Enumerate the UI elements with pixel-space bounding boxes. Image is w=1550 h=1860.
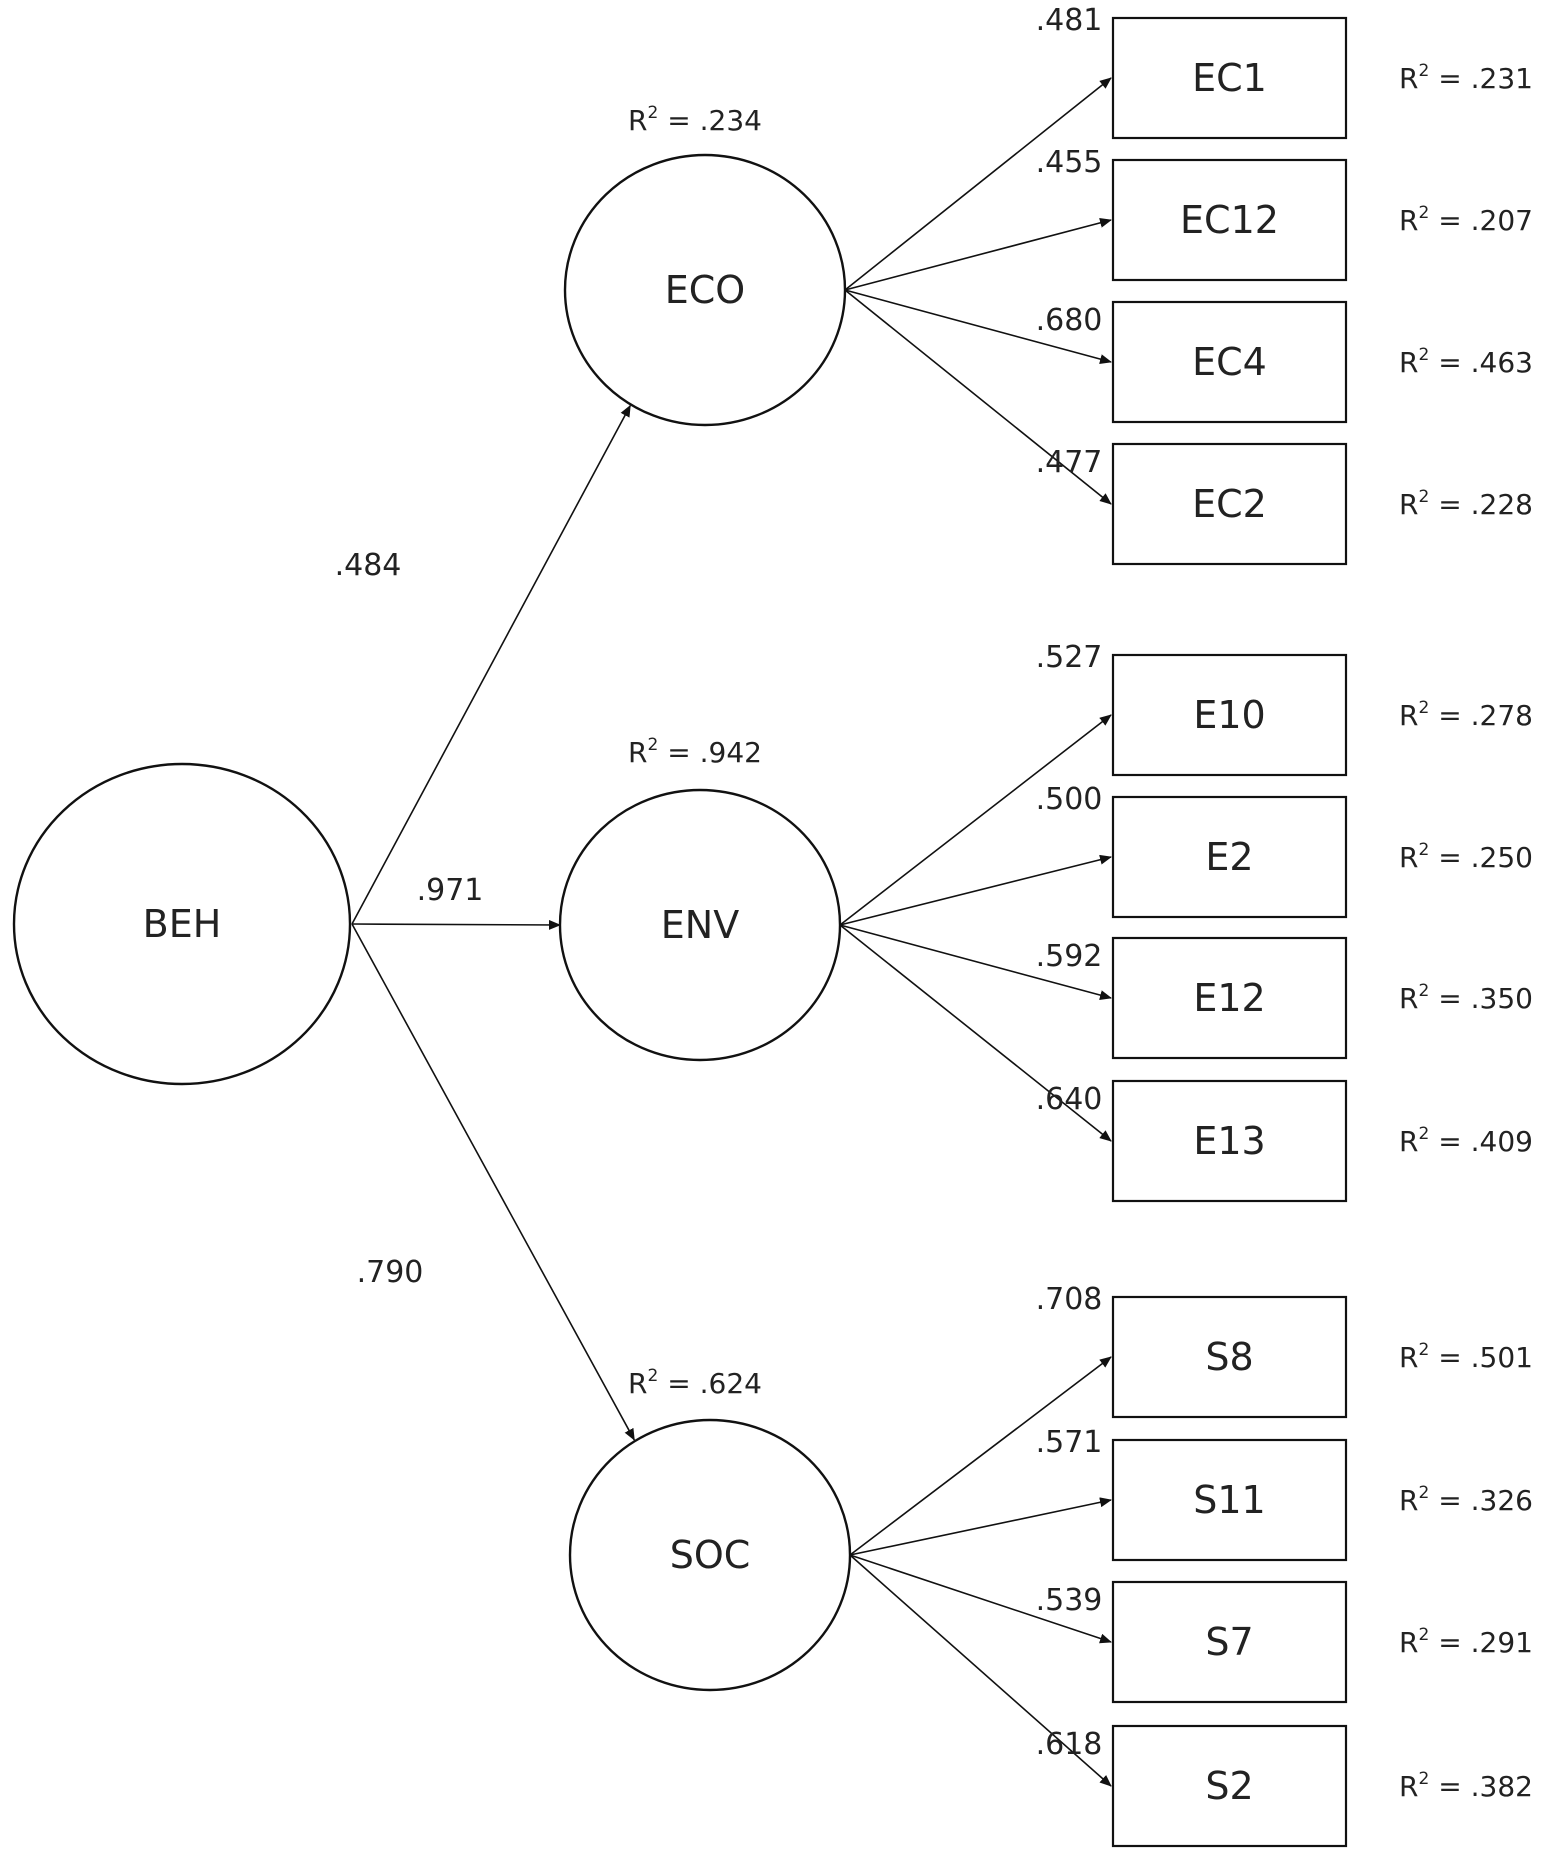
indicator-label-e10: E10 xyxy=(1193,693,1265,737)
path-beh-soc xyxy=(351,923,635,1441)
loading-ec2: .477 xyxy=(1036,445,1103,480)
latent-soc xyxy=(568,1418,852,1692)
indicator-r2-s2: R2 = .382 xyxy=(1399,1769,1533,1803)
loading-e10: .527 xyxy=(1036,640,1103,675)
coef-beh-eco: .484 xyxy=(335,548,402,583)
loading-e2: .500 xyxy=(1036,782,1103,817)
loading-path-ec2 xyxy=(844,289,1112,505)
indicator-box-e13 xyxy=(1111,1079,1348,1203)
indicator-label-ec12: EC12 xyxy=(1180,198,1279,242)
loading-s8: .708 xyxy=(1036,1282,1103,1317)
indicator-box-s8 xyxy=(1111,1295,1348,1419)
label-layer: .484 .971 .790 .481 R2 = .231 .455 R2 = .207 .6… xyxy=(335,3,1533,1803)
indicator-r2-ec12: R2 = .207 xyxy=(1399,203,1533,237)
indicator-box-e2 xyxy=(1111,795,1348,919)
loading-path-ec12 xyxy=(844,217,1112,291)
latent-beh xyxy=(12,762,352,1086)
latent-eco xyxy=(563,153,847,427)
indicator-r2-e13: R2 = .409 xyxy=(1399,1124,1533,1158)
loading-path-e13 xyxy=(839,924,1112,1142)
path-layer xyxy=(351,77,1112,1787)
loading-s7: .539 xyxy=(1036,1583,1103,1618)
indicator-box-s7 xyxy=(1111,1580,1348,1704)
coef-beh-soc: .790 xyxy=(357,1255,424,1290)
indicator-r2-s11: R2 = .326 xyxy=(1399,1483,1533,1517)
latent-r2-soc: R2 = .624 xyxy=(628,1366,762,1400)
indicator-box-ec4 xyxy=(1111,300,1348,424)
indicator-label-ec2: EC2 xyxy=(1192,482,1267,526)
loading-s2: .618 xyxy=(1036,1727,1103,1762)
latent-r2-env: R2 = .942 xyxy=(628,735,762,769)
loading-path-e10 xyxy=(839,714,1112,926)
loading-path-s8 xyxy=(849,1356,1112,1556)
latent-label-beh: BEH xyxy=(143,902,222,946)
indicator-box-e12 xyxy=(1111,936,1348,1060)
loading-path-s7 xyxy=(849,1554,1112,1644)
loading-path-ec4 xyxy=(844,289,1112,364)
indicator-label-s2: S2 xyxy=(1205,1764,1253,1808)
indicator-label-e13: E13 xyxy=(1193,1119,1265,1163)
path-beh-env xyxy=(351,919,561,930)
indicator-r2-e2: R2 = .250 xyxy=(1399,840,1533,874)
latent-label-soc: SOC xyxy=(670,1533,751,1577)
loading-ec12: .455 xyxy=(1036,145,1103,180)
loading-path-ec1 xyxy=(844,77,1112,291)
indicator-label-e12: E12 xyxy=(1193,976,1265,1020)
loading-path-e12 xyxy=(839,924,1112,1000)
indicator-label-s8: S8 xyxy=(1205,1335,1253,1379)
indicator-r2-s7: R2 = .291 xyxy=(1399,1625,1533,1659)
loading-path-s11 xyxy=(849,1497,1112,1556)
loading-ec4: .680 xyxy=(1036,303,1103,338)
indicator-r2-s8: R2 = .501 xyxy=(1399,1340,1533,1374)
indicator-label-s11: S11 xyxy=(1193,1478,1265,1522)
indicator-label-e2: E2 xyxy=(1205,835,1253,879)
indicator-r2-ec1: R2 = .231 xyxy=(1399,61,1533,95)
loading-e12: .592 xyxy=(1036,939,1103,974)
indicator-r2-ec2: R2 = .228 xyxy=(1399,487,1533,521)
latent-r2-eco: R2 = .234 xyxy=(628,103,762,137)
indicator-label-s7: S7 xyxy=(1205,1620,1253,1664)
indicator-box-s2 xyxy=(1111,1724,1348,1848)
loading-ec1: .481 xyxy=(1036,3,1103,38)
indicator-box-ec1 xyxy=(1111,16,1348,140)
loading-path-s2 xyxy=(849,1554,1112,1787)
loading-path-e2 xyxy=(839,854,1112,926)
indicator-box-ec12 xyxy=(1111,158,1348,282)
loading-e13: .640 xyxy=(1036,1082,1103,1117)
indicator-box-ec2 xyxy=(1111,442,1348,566)
latent-env xyxy=(558,788,842,1062)
indicator-r2-e12: R2 = .350 xyxy=(1399,981,1533,1015)
path-beh-eco xyxy=(351,404,631,925)
indicator-label-ec4: EC4 xyxy=(1192,340,1267,384)
indicator-box-s11 xyxy=(1111,1438,1348,1562)
coef-beh-env: .971 xyxy=(417,873,484,908)
indicator-label-ec1: EC1 xyxy=(1192,56,1267,100)
latent-label-env: ENV xyxy=(661,903,739,947)
loading-s11: .571 xyxy=(1036,1425,1103,1460)
indicator-r2-ec4: R2 = .463 xyxy=(1399,345,1533,379)
indicator-r2-e10: R2 = .278 xyxy=(1399,698,1533,732)
indicator-box-e10 xyxy=(1111,653,1348,777)
latent-label-eco: ECO xyxy=(665,268,745,312)
